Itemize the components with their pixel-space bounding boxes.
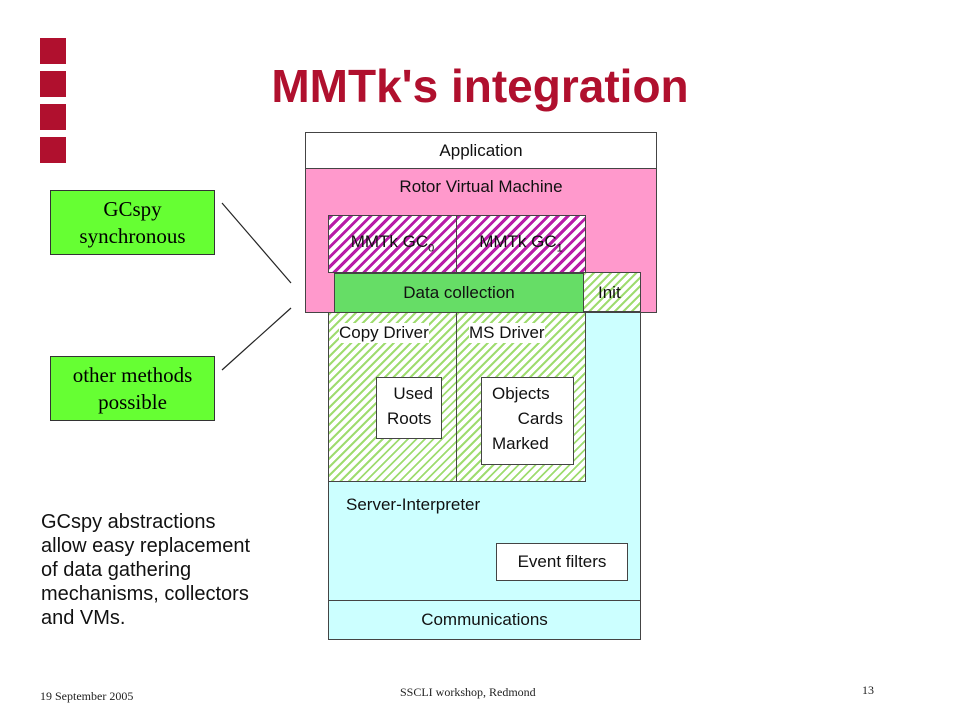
other-methods-line-1: other methods — [72, 362, 193, 387]
init-label: Init — [598, 283, 621, 302]
gcspy-sync-line-1: GCspy — [103, 196, 162, 221]
cards-label: Cards — [517, 409, 563, 428]
data-collection-band: Data collection — [334, 273, 584, 313]
application-label: Application — [439, 140, 523, 160]
marked-label: Marked — [492, 434, 549, 453]
data-collection-label: Data collection — [403, 283, 515, 302]
slide-title: MMTk's integration — [271, 60, 689, 112]
used-label: Used — [393, 384, 433, 403]
ms-driver-box: MS Driver Objects Cards Marked — [456, 312, 586, 482]
abstractions-line-1: GCspy abstractions — [41, 511, 216, 533]
roots-label: Roots — [387, 409, 432, 428]
connector-line-sync — [221, 202, 292, 284]
mmtk-gc0-label: MMTk GC0 — [350, 231, 435, 255]
abstractions-line-4: mechanisms, collectors — [41, 583, 249, 605]
footer-page-number: 13 — [862, 683, 874, 697]
event-filters-box: Event filters — [496, 543, 628, 581]
footer-date: 19 September 2005 — [40, 689, 134, 703]
connector-line-other — [221, 307, 292, 371]
decor-square-4 — [40, 137, 66, 163]
objects-cards-marked-box: Objects Cards Marked — [481, 377, 574, 465]
abstractions-line-2: allow easy replacement — [41, 535, 250, 557]
other-methods-box: other methods possible — [50, 356, 215, 421]
rotor-vm-label: Rotor Virtual Machine — [399, 177, 563, 196]
server-interpreter-label: Server-Interpreter — [346, 495, 481, 514]
used-roots-box: Used Roots — [376, 377, 442, 439]
abstractions-text: GCspy abstractions allow easy replacemen… — [41, 510, 250, 630]
decor-square-1 — [40, 38, 66, 64]
decor-square-2 — [40, 71, 66, 97]
abstractions-line-3: of data gathering — [41, 559, 192, 581]
ms-driver-label: MS Driver — [469, 323, 545, 343]
copy-driver-box: Copy Driver Used Roots — [328, 312, 457, 482]
mmtk-gc1-box: MMTk GC1 — [456, 215, 586, 273]
mmtk-gc0-box: MMTk GC0 — [328, 215, 457, 273]
communications-box: Communications — [328, 600, 641, 640]
gcspy-sync-line-2: synchronous — [79, 223, 186, 248]
mmtk-gc1-label: MMTk GC1 — [479, 231, 563, 255]
objects-label: Objects — [492, 384, 550, 403]
event-filters-label: Event filters — [517, 552, 607, 571]
application-box: Application — [305, 132, 657, 169]
footer-event: SSCLI workshop, Redmond — [400, 685, 536, 699]
abstractions-line-5: and VMs. — [41, 607, 126, 629]
communications-label: Communications — [421, 610, 548, 629]
decor-square-3 — [40, 104, 66, 130]
gcspy-synchronous-box: GCspy synchronous — [50, 190, 215, 255]
copy-driver-label: Copy Driver — [339, 323, 429, 343]
other-methods-line-2: possible — [98, 389, 167, 414]
init-box: Init — [583, 272, 641, 312]
